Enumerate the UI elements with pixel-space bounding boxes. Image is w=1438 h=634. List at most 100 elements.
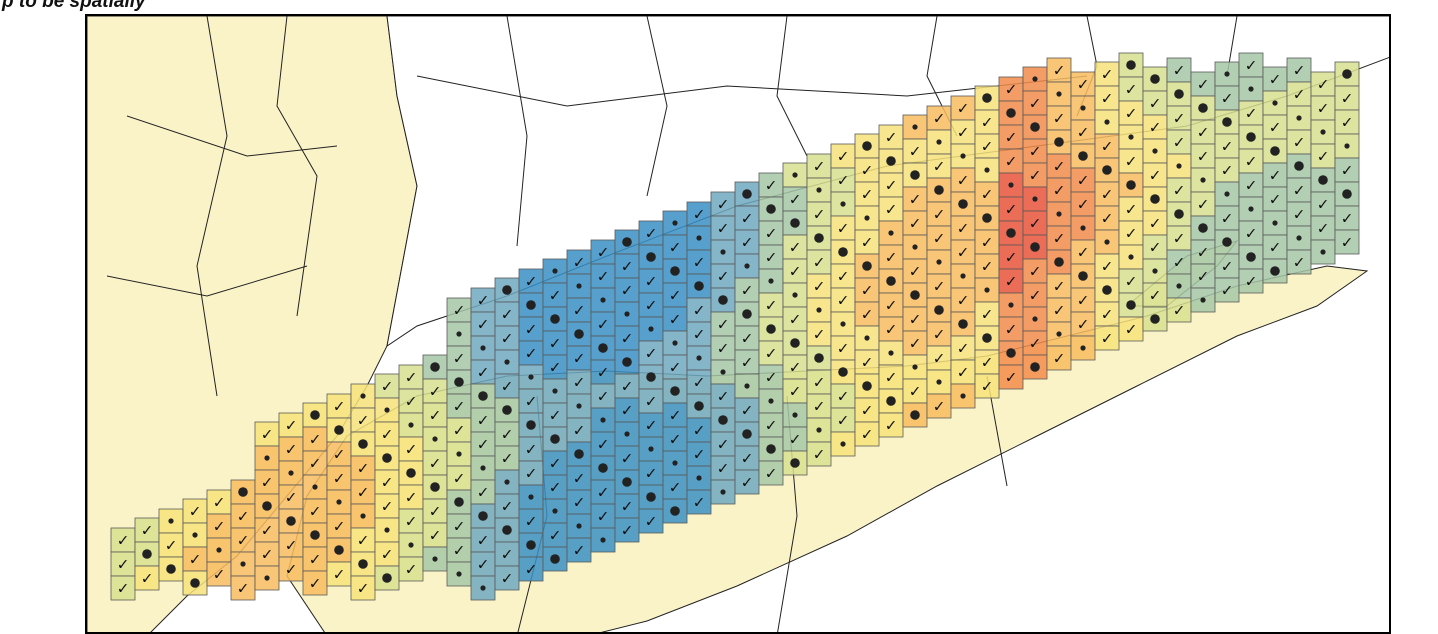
grid-cell[interactable] [518, 508, 544, 534]
grid-cell[interactable] [926, 201, 952, 227]
grid-cell[interactable] [974, 109, 1000, 135]
sound-grid-cells[interactable]: ✓✓✓✓✓✓✓✓✓✓✓✓✓✓✓✓✓✓✓✓✓✓✓✓✓✓✓✓✓✓✓✓✓✓✓✓✓✓✓✓… [110, 52, 1360, 601]
grid-cell[interactable] [686, 201, 712, 227]
grid-cell[interactable] [758, 460, 784, 486]
grid-cell[interactable] [1214, 157, 1240, 183]
grid-cell[interactable] [686, 417, 712, 443]
grid-cell[interactable] [470, 479, 496, 505]
grid-cell[interactable] [1070, 287, 1096, 313]
grid-cell[interactable] [374, 469, 400, 495]
grid-cell[interactable] [926, 153, 952, 179]
grid-cell[interactable] [998, 316, 1024, 342]
grid-cell[interactable] [1166, 129, 1192, 155]
grid-cell[interactable] [470, 551, 496, 577]
grid-cell[interactable] [590, 383, 616, 409]
grid-cell[interactable] [470, 359, 496, 385]
grid-cell[interactable] [614, 325, 640, 351]
grid-cell[interactable] [1262, 114, 1288, 140]
grid-cell[interactable] [422, 402, 448, 428]
grid-cell[interactable] [1094, 181, 1120, 207]
grid-cell[interactable] [1094, 133, 1120, 159]
grid-cell[interactable] [998, 124, 1024, 150]
grid-cell[interactable] [566, 345, 592, 371]
grid-cell[interactable] [926, 393, 952, 419]
grid-cell[interactable] [1046, 225, 1072, 251]
grid-cell[interactable] [590, 263, 616, 289]
grid-cell[interactable] [590, 431, 616, 457]
grid-cell[interactable] [1022, 330, 1048, 356]
grid-cell[interactable] [230, 575, 256, 601]
grid-cell[interactable] [1094, 301, 1120, 327]
grid-cell[interactable] [1334, 109, 1360, 135]
grid-cell[interactable] [806, 441, 832, 467]
grid-cell[interactable] [542, 474, 568, 500]
grid-cell[interactable] [926, 273, 952, 299]
grid-cell[interactable] [1166, 177, 1192, 203]
grid-cell[interactable] [758, 244, 784, 270]
grid-cell[interactable] [494, 373, 520, 399]
grid-cell[interactable] [926, 177, 952, 203]
grid-cell[interactable] [1190, 71, 1216, 97]
grid-cell[interactable] [614, 445, 640, 471]
grid-cell[interactable] [278, 508, 304, 534]
grid-cell[interactable] [686, 489, 712, 515]
grid-cell[interactable] [1214, 253, 1240, 279]
grid-cell[interactable] [398, 508, 424, 534]
grid-cell[interactable] [206, 513, 232, 539]
grid-cell[interactable] [1214, 277, 1240, 303]
grid-cell[interactable] [1190, 239, 1216, 265]
grid-cell[interactable] [854, 277, 880, 303]
grid-cell[interactable] [950, 335, 976, 361]
grid-cell[interactable] [566, 537, 592, 563]
grid-cell[interactable] [494, 421, 520, 447]
grid-cell[interactable] [110, 575, 136, 601]
grid-cell[interactable] [638, 436, 664, 462]
grid-cell[interactable] [1046, 57, 1072, 83]
grid-cell[interactable] [326, 465, 352, 491]
grid-cell[interactable] [1094, 325, 1120, 351]
grid-cell[interactable] [734, 205, 760, 231]
grid-cell[interactable] [1262, 234, 1288, 260]
grid-cell[interactable] [254, 517, 280, 543]
grid-cell[interactable] [1334, 157, 1360, 183]
grid-cell[interactable] [662, 234, 688, 260]
grid-cell[interactable] [662, 402, 688, 428]
grid-cell[interactable] [1286, 57, 1312, 83]
grid-cell[interactable] [1334, 229, 1360, 255]
grid-cell[interactable] [422, 498, 448, 524]
grid-cell[interactable] [1046, 153, 1072, 179]
grid-cell[interactable] [566, 369, 592, 395]
grid-cell[interactable] [950, 95, 976, 121]
grid-cell[interactable] [134, 517, 160, 543]
grid-cell[interactable] [326, 561, 352, 587]
grid-cell[interactable] [710, 215, 736, 241]
grid-cell[interactable] [1310, 191, 1336, 217]
grid-cell[interactable] [566, 297, 592, 323]
grid-cell[interactable] [902, 138, 928, 164]
grid-cell[interactable] [110, 527, 136, 553]
grid-cell[interactable] [734, 229, 760, 255]
grid-cell[interactable] [782, 186, 808, 212]
grid-cell[interactable] [1142, 282, 1168, 308]
grid-cell[interactable] [830, 239, 856, 265]
grid-cell[interactable] [1238, 52, 1264, 78]
grid-cell[interactable] [830, 143, 856, 169]
grid-cell[interactable] [710, 263, 736, 289]
grid-cell[interactable] [326, 513, 352, 539]
grid-cell[interactable] [686, 369, 712, 395]
long-island-sound-grid-map[interactable]: ✓✓✓✓✓✓✓✓✓✓✓✓✓✓✓✓✓✓✓✓✓✓✓✓✓✓✓✓✓✓✓✓✓✓✓✓✓✓✓✓… [87, 16, 1391, 634]
grid-cell[interactable] [662, 282, 688, 308]
grid-cell[interactable] [638, 292, 664, 318]
grid-cell[interactable] [854, 229, 880, 255]
grid-cell[interactable] [446, 393, 472, 419]
grid-cell[interactable] [1022, 138, 1048, 164]
grid-cell[interactable] [1118, 220, 1144, 246]
grid-cell[interactable] [1118, 100, 1144, 126]
grid-cell[interactable] [878, 244, 904, 270]
grid-cell[interactable] [1022, 258, 1048, 284]
grid-cell[interactable] [254, 421, 280, 447]
grid-cell[interactable] [1190, 119, 1216, 145]
grid-cell[interactable] [1166, 297, 1192, 323]
grid-cell[interactable] [1070, 263, 1096, 289]
grid-cell[interactable] [1238, 220, 1264, 246]
